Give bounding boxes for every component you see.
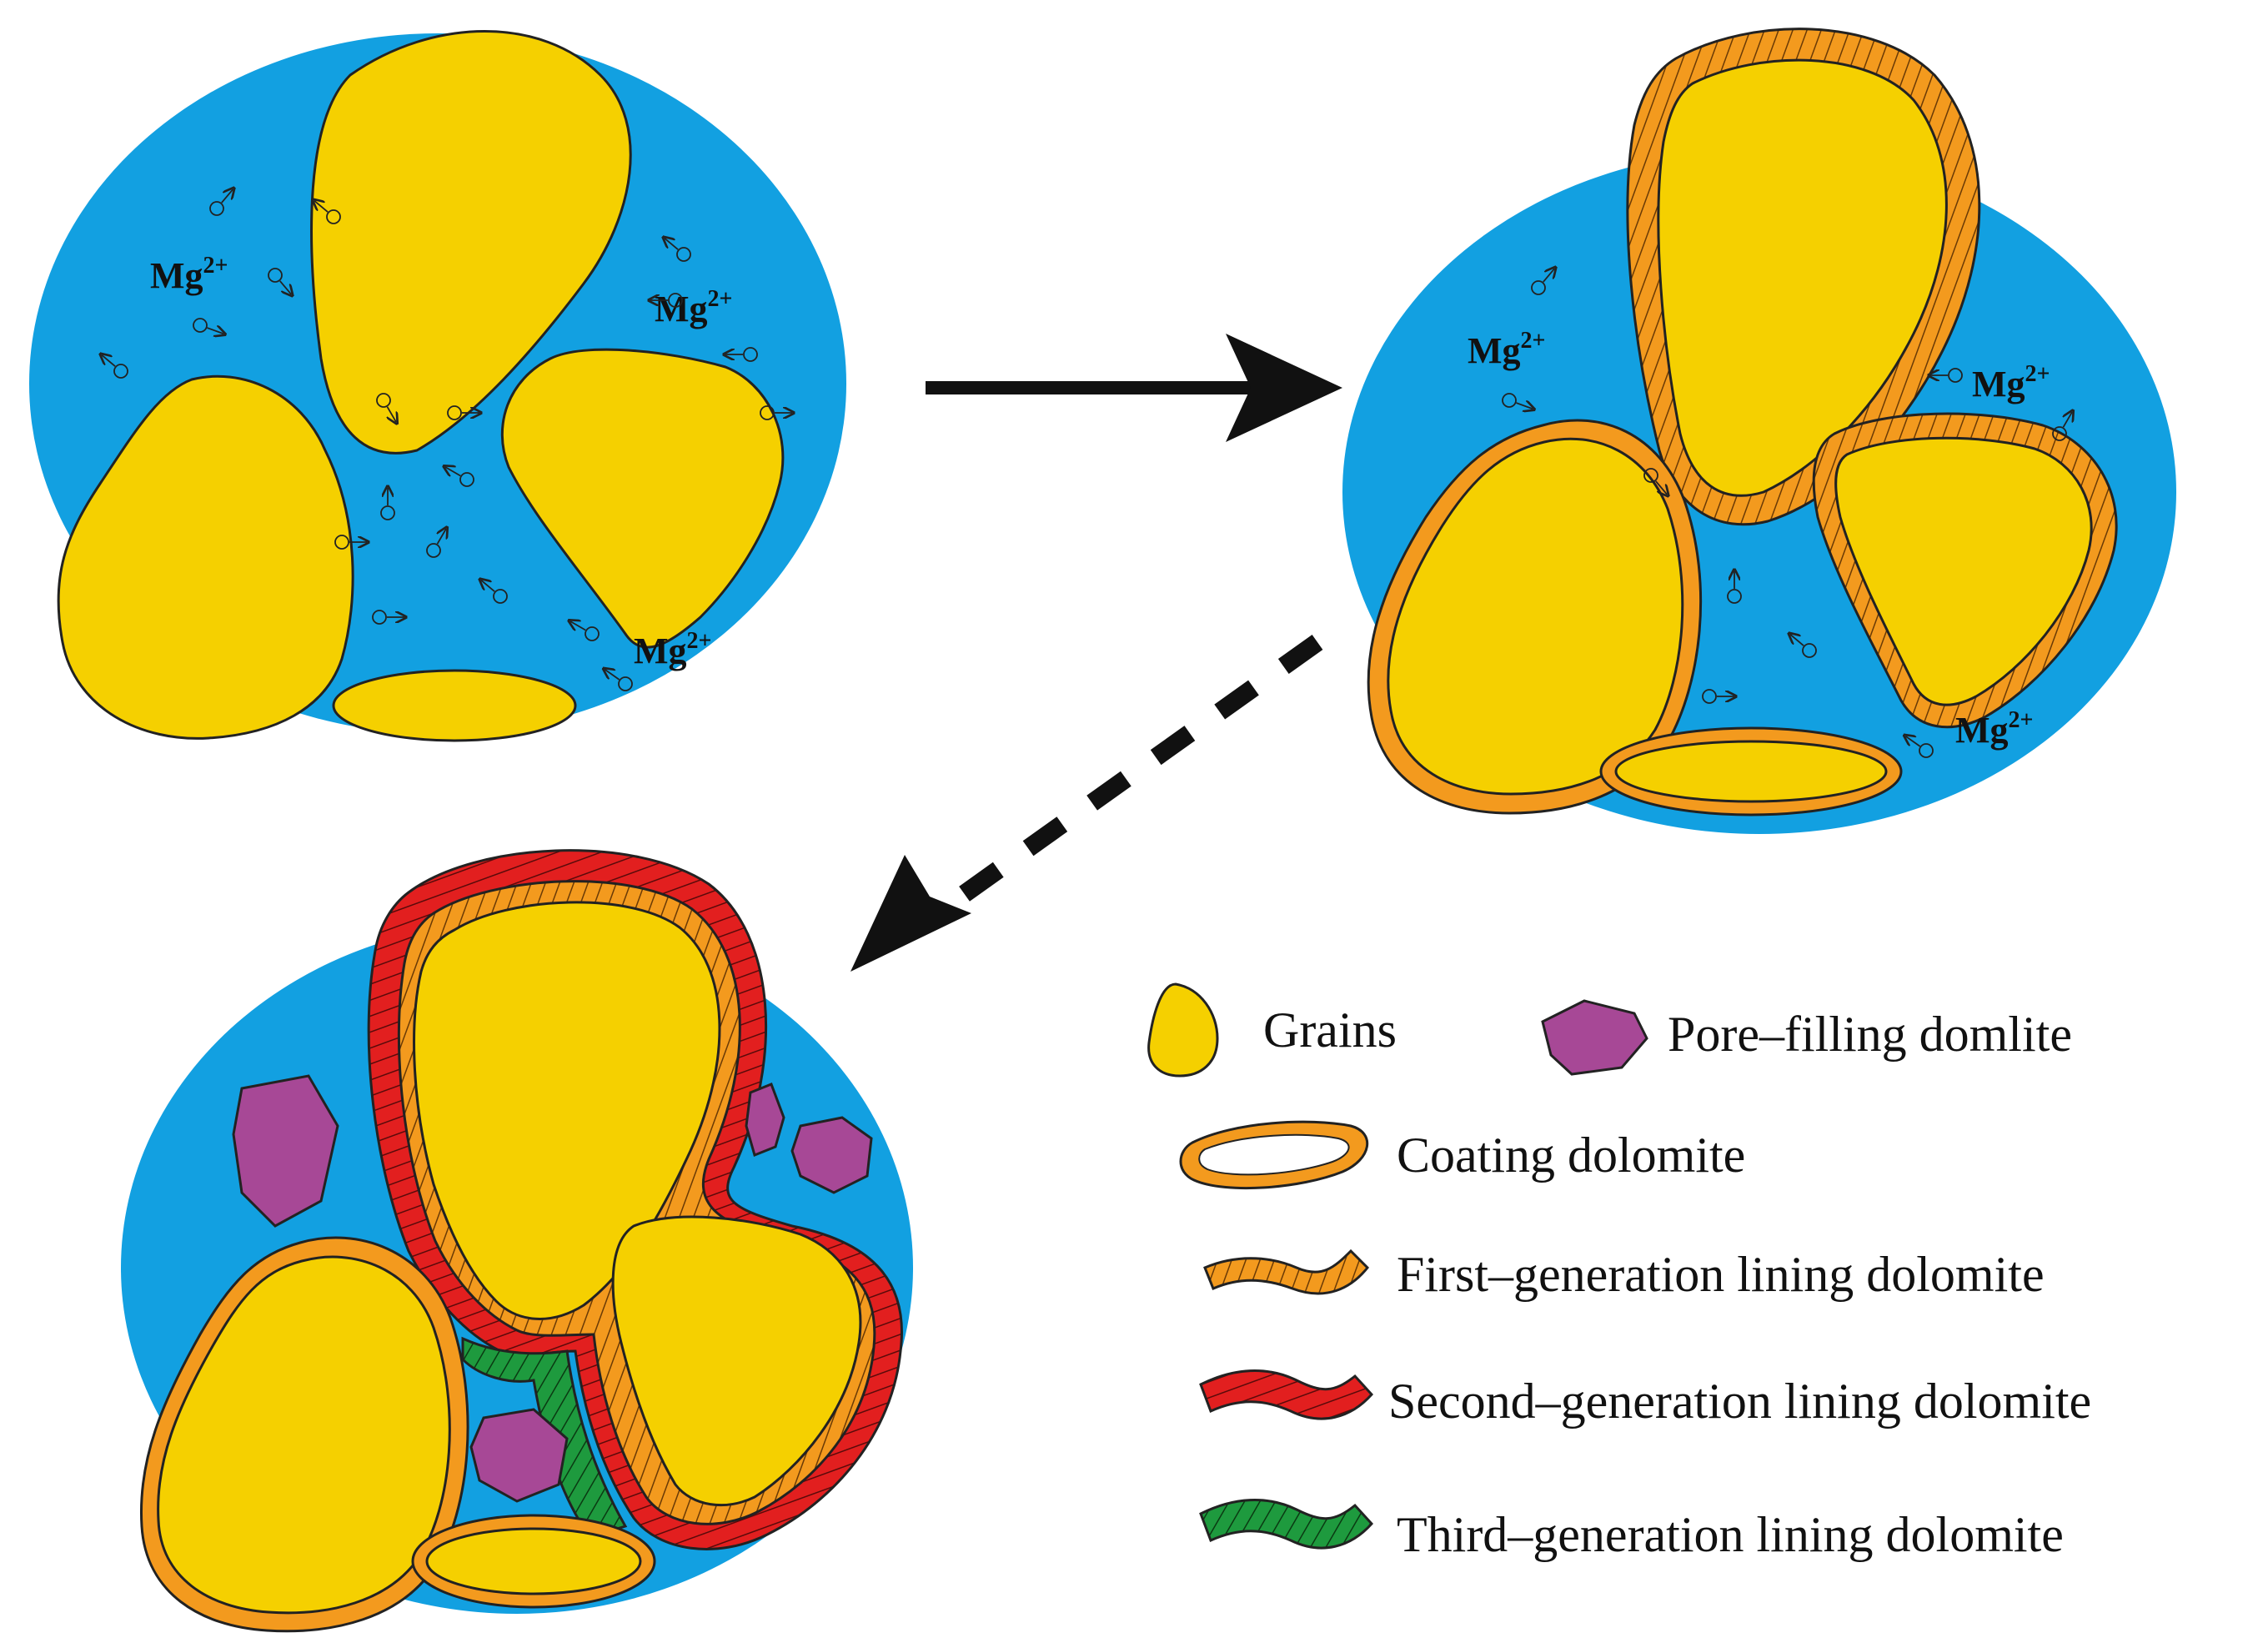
ion-arrow-icon — [334, 535, 367, 550]
ion-arrow-icon — [193, 318, 223, 334]
ion-arrow-icon — [376, 393, 396, 422]
grain-3-right — [611, 1215, 862, 1507]
ion-arrow-icon — [1531, 269, 1554, 295]
grain-1-top — [310, 30, 632, 455]
ion-group-2 — [1502, 269, 2072, 758]
ion-arrow-icon — [570, 621, 600, 641]
ion-arrow-icon — [372, 610, 404, 625]
legend-item-coating: Coating dolomite — [1179, 1120, 1745, 1190]
third-lining-icon — [1199, 1499, 1374, 1550]
arrow-down-left-icon — [850, 635, 1323, 972]
pore-filling-icon — [1541, 999, 1648, 1076]
ion-arrow-icon — [380, 488, 395, 520]
mg-ion-label: Mg2+ — [1468, 328, 1546, 371]
panel-first-lining-stage: Mg2+ Mg2+ Mg2+ — [1342, 28, 2176, 834]
ion-arrow-icon — [314, 201, 341, 224]
ion-arrow-icon — [268, 268, 291, 294]
ion-arrow-icon — [665, 239, 691, 262]
ion-arrow-icon — [2052, 412, 2072, 441]
mg-ion-label: Mg2+ — [150, 253, 228, 296]
panel-final-stage — [121, 849, 913, 1633]
ion-arrow-icon — [102, 355, 128, 379]
grain-3-left — [157, 1255, 451, 1615]
ion-arrow-icon — [650, 293, 683, 308]
ion-arrow-icon — [760, 405, 792, 420]
ion-arrow-icon — [725, 347, 758, 362]
legend-label-second-lining: Second–generation lining dolomite — [1388, 1374, 2091, 1429]
ion-arrow-icon — [1930, 368, 1963, 383]
ion-arrow-icon — [605, 670, 633, 691]
first-lining-icon — [1203, 1249, 1370, 1295]
grain-1-left — [57, 374, 354, 740]
legend-label-grains: Grains — [1263, 1002, 1397, 1058]
grain-1-right — [500, 348, 785, 649]
ion-arrow-icon — [445, 467, 474, 487]
grain-2-top — [1657, 58, 1948, 497]
legend-label-third-lining: Third–generation lining dolomite — [1397, 1507, 2064, 1562]
legend-item-second-lining: Second–generation lining dolomite — [1199, 1369, 2091, 1429]
legend-label-pore-filling: Pore–filling domlite — [1668, 1007, 2072, 1062]
pore-filling-dolomite — [745, 1083, 785, 1158]
grain-2-left — [1387, 437, 1684, 796]
ion-arrow-icon — [1702, 689, 1734, 704]
ion-arrow-icon — [1905, 736, 1934, 758]
mg-ion-label: Mg2+ — [1955, 707, 2034, 751]
arrow-right-icon — [926, 334, 1342, 442]
grain-2-bottom — [1614, 740, 1888, 803]
pore-filling-dolomite — [232, 1074, 339, 1228]
ion-group-1 — [102, 189, 792, 691]
grain-3-bottom — [425, 1527, 642, 1595]
grain-icon — [1147, 982, 1219, 1078]
ion-arrow-icon — [481, 580, 508, 604]
pore-filling-dolomite — [469, 1408, 569, 1503]
mg-ion-label: Mg2+ — [655, 286, 733, 329]
second-lining-icon — [1199, 1369, 1374, 1420]
grain-2-right — [1834, 436, 2093, 706]
ion-arrow-icon — [447, 405, 479, 420]
mg-ion-label: Mg2+ — [634, 628, 712, 671]
legend-item-pore-filling: Pore–filling domlite — [1541, 999, 2072, 1076]
grain-1-bottom — [332, 669, 577, 742]
legend-item-third-lining: Third–generation lining dolomite — [1199, 1499, 2064, 1562]
grain-3-top — [413, 901, 721, 1320]
ion-arrow-icon — [209, 189, 233, 216]
ion-arrow-icon — [1502, 393, 1533, 409]
legend-item-grains: Grains — [1147, 982, 1397, 1078]
panel-initial-stage: Mg2+ Mg2+ Mg2+ — [29, 30, 846, 742]
ion-arrow-icon — [1790, 635, 1817, 658]
legend-label-first-lining: First–generation lining dolomite — [1397, 1247, 2045, 1302]
legend: Grains Pore–filling domlite Coating dolo… — [1147, 982, 2091, 1562]
ion-arrow-icon — [1643, 468, 1667, 495]
legend-item-first-lining: First–generation lining dolomite — [1203, 1247, 2045, 1302]
legend-label-coating: Coating dolomite — [1397, 1128, 1745, 1183]
pore-filling-dolomite — [790, 1116, 873, 1194]
ion-arrow-icon — [426, 529, 446, 558]
mg-ion-label: Mg2+ — [1972, 361, 2050, 404]
ion-arrow-icon — [1727, 571, 1742, 604]
